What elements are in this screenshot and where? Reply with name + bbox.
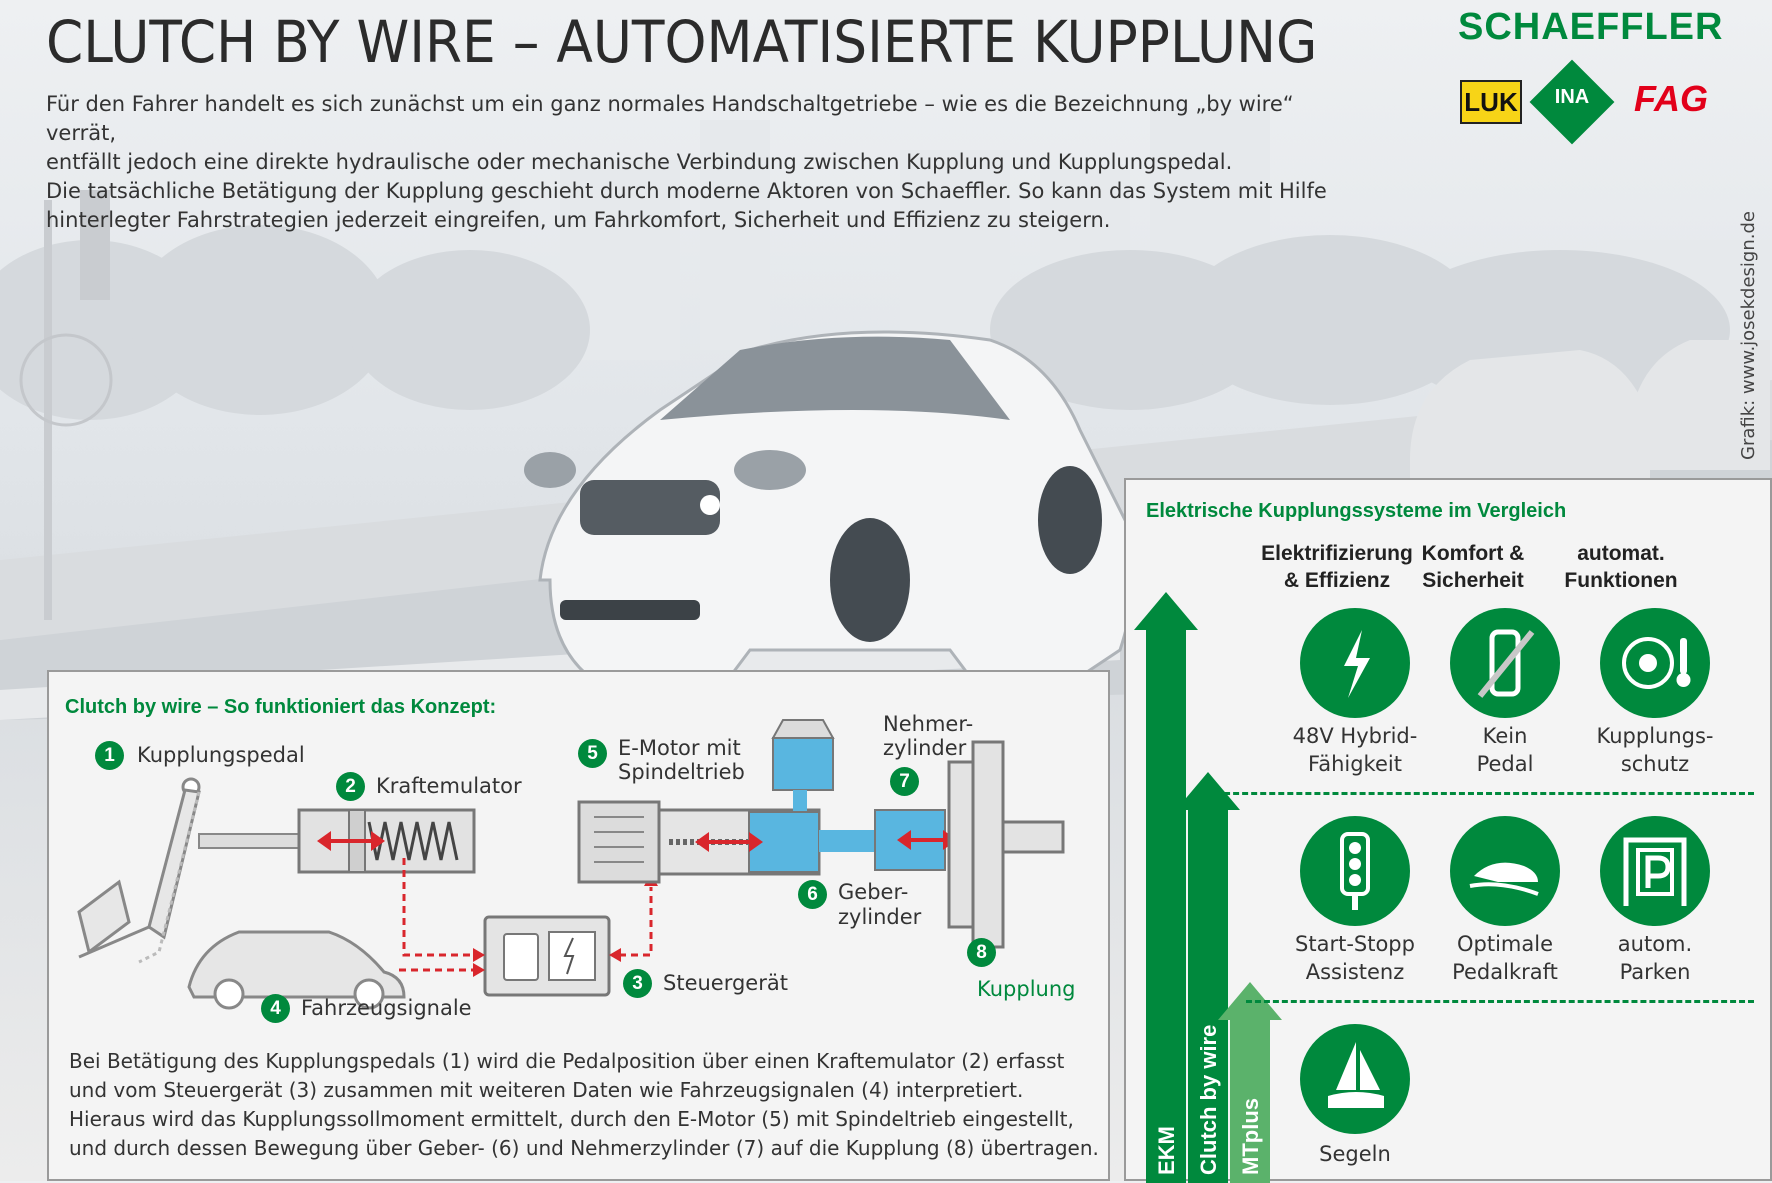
badge-5: 5 (578, 739, 607, 768)
description-line: Hieraus wird das Kupplungssollmoment erm… (69, 1107, 1074, 1131)
badge-2: 2 (336, 772, 365, 801)
label-kupplungspedal: Kupplungspedal (137, 743, 305, 767)
feature-label: Segeln (1270, 1140, 1440, 1168)
badge-1: 1 (95, 741, 124, 770)
feature-label: autom. Parken (1570, 930, 1740, 986)
foot-pedal-icon (1450, 816, 1560, 926)
column-header-elektrifizierung: Elektrifizierung & Effizienz (1252, 540, 1422, 594)
column-header-line: Elektrifizierung (1261, 542, 1413, 565)
column-header-line: automat. (1577, 542, 1665, 565)
feature-label-line: 48V Hybrid- (1292, 724, 1418, 748)
label-nehmerzylinder: Nehmer- (883, 712, 974, 736)
arrow-clutch-by-wire (1176, 772, 1240, 1183)
feature-label-line: Start-Stopp (1295, 932, 1415, 956)
label-e-motor-2: Spindeltrieb (618, 760, 745, 784)
feature-label-line: autom. (1617, 932, 1693, 956)
clutch-temperature-icon (1600, 608, 1710, 718)
fag-logo: FAG (1634, 78, 1709, 119)
arrow-label-clutch-by-wire: Clutch by wire (1196, 1024, 1221, 1175)
feature-label: Start-Stopp Assistenz (1270, 930, 1440, 986)
comparison-title: Elektrische Kupplungssysteme im Vergleic… (1146, 500, 1567, 522)
traffic-light-icon (1300, 816, 1410, 926)
parking-icon (1600, 816, 1710, 926)
comparison-panel: Elektrische Kupplungssysteme im Vergleic… (1124, 478, 1772, 1183)
intro-line: Die tatsächliche Betätigung der Kupplung… (46, 179, 1327, 203)
sailing-car-icon (1300, 1024, 1410, 1134)
label-e-motor: E-Motor mit (618, 736, 741, 760)
concept-title: Clutch by wire – So funktioniert das Kon… (65, 696, 497, 718)
feature-label: Kein Pedal (1420, 722, 1590, 778)
label-geberzylinder: Geber- (838, 880, 909, 904)
column-header-line: & Effizienz (1283, 569, 1391, 592)
clutch-drawing (947, 740, 1065, 949)
label-geberzylinder-2: zylinder (838, 905, 922, 929)
feature-label-line: Parken (1619, 960, 1691, 984)
column-header-automat: automat. Funktionen (1546, 540, 1696, 594)
feature-label-line: Pedal (1476, 752, 1534, 776)
feature-label-line: Segeln (1319, 1142, 1391, 1166)
badge-7: 7 (890, 767, 919, 796)
feature-label: Kupplungs- schutz (1570, 722, 1740, 778)
concept-diagram (77, 719, 1065, 1010)
feature-label: 48V Hybrid- Fähigkeit (1270, 722, 1440, 778)
concept-panel: Clutch by wire – So funktioniert das Kon… (47, 670, 1110, 1181)
label-nehmerzylinder-2: zylinder (883, 736, 967, 760)
description-line: und vom Steuergerät (3) zusammen mit wei… (69, 1078, 1024, 1102)
luk-logo: LUK (1460, 80, 1522, 124)
badge-6: 6 (798, 880, 827, 909)
arrow-ekm (1134, 592, 1198, 1183)
e-motor-drawing (577, 800, 821, 884)
feature-label-line: Kupplungs- (1596, 724, 1714, 748)
feature-label-line: Optimale (1456, 932, 1553, 956)
description-line: und durch dessen Bewegung über Geber- (6… (69, 1136, 1099, 1160)
intro-line: Für den Fahrer handelt es sich zunächst … (46, 92, 1294, 145)
intro-line: entfällt jedoch eine direkte hydraulisch… (46, 150, 1233, 174)
arrow-label-ekm: EKM (1154, 1126, 1179, 1175)
control-unit-drawing (483, 915, 611, 997)
label-fahrzeugsignale: Fahrzeugsignale (301, 996, 472, 1020)
column-header-line: Sicherheit (1422, 569, 1524, 592)
badge-8: 8 (967, 938, 996, 967)
arrow-mtplus (1218, 982, 1282, 1183)
luk-logo-text: LUK (1464, 87, 1518, 117)
description-line: Bei Betätigung des Kupplungspedals (1) w… (69, 1049, 1065, 1073)
lightning-icon (1300, 608, 1410, 718)
concept-description: Bei Betätigung des Kupplungspedals (1) w… (69, 1047, 1109, 1163)
intro-text: Für den Fahrer handelt es sich zunächst … (46, 90, 1346, 235)
intro-line: hinterlegter Fahrstrategien jederzeit ei… (46, 208, 1111, 232)
system-arrows (1134, 592, 1282, 1183)
badge-4: 4 (261, 994, 290, 1023)
feature-label-line: Pedalkraft (1452, 960, 1558, 984)
badge-3: 3 (623, 969, 652, 998)
graphic-credit: Grafik: www.josekdesign.de (1738, 211, 1759, 460)
feature-label-line: Kein (1482, 724, 1528, 748)
column-header-line: Funktionen (1564, 569, 1678, 592)
feature-label-line: Assistenz (1305, 960, 1405, 984)
feature-label: Optimale Pedalkraft (1420, 930, 1590, 986)
row-separator (1246, 1000, 1754, 1003)
vehicle-signal-car (187, 930, 406, 999)
label-steuergeraet: Steuergerät (663, 971, 788, 995)
page-title: CLUTCH BY WIRE – AUTOMATISIERTE KUPPLUNG (46, 8, 1318, 76)
no-pedal-icon (1450, 608, 1560, 718)
feature-label-line: Fähigkeit (1308, 752, 1402, 776)
label-kupplung: Kupplung (977, 977, 1076, 1001)
ina-logo-text: INA (1554, 86, 1590, 108)
arrow-label-mtplus: MTplus (1238, 1098, 1263, 1175)
label-kraftemulator: Kraftemulator (376, 774, 522, 798)
schaeffler-logo: SCHAEFFLER (1458, 6, 1724, 48)
column-header-komfort: Komfort & Sicherheit (1408, 540, 1538, 594)
column-header-line: Komfort & (1421, 542, 1525, 565)
row-separator (1206, 792, 1754, 795)
feature-label-line: schutz (1620, 752, 1690, 776)
force-emulator-drawing (297, 808, 476, 874)
master-cylinder-drawing (695, 719, 957, 873)
pedal-drawing (77, 777, 201, 964)
